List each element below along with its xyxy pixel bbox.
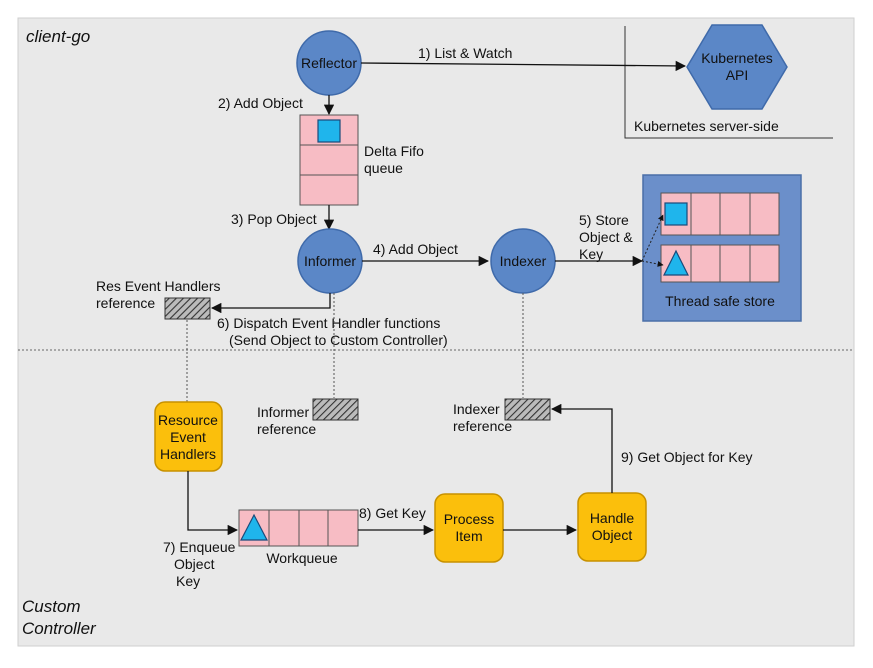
- delta-fifo-object-square: [317, 119, 341, 143]
- indexer-reference-box: [504, 398, 551, 421]
- delta-fifo-label-2: queue: [364, 160, 403, 176]
- resource-event-handlers-label-1: Resource: [158, 412, 218, 428]
- process-item-node: [434, 493, 504, 563]
- res-event-reference-box: [164, 297, 211, 320]
- step-3-label: 3) Pop Object: [231, 211, 317, 227]
- workqueue: [238, 509, 359, 547]
- kubernetes-api-hexagon: [686, 24, 788, 110]
- get-object-arrow: [550, 403, 613, 493]
- indexer-label: Indexer: [500, 253, 547, 269]
- thread-safe-store: [641, 174, 802, 322]
- delta-fifo-label-1: Delta Fifo: [364, 143, 424, 159]
- delta-fifo-queue: [299, 114, 359, 206]
- step-6-label-2: (Send Object to Custom Controller): [229, 332, 448, 348]
- informer-reference-label-1: Informer: [257, 404, 309, 420]
- kubernetes-api-label-2: API: [726, 67, 749, 83]
- informer-reference-box: [312, 398, 359, 421]
- server-side-boundary: [624, 26, 833, 139]
- step-8-label: 8) Get Key: [359, 505, 426, 521]
- list-watch-arrow: [360, 60, 687, 72]
- step-9-label: 9) Get Object for Key: [621, 449, 753, 465]
- handle-object-label-1: Handle: [590, 510, 635, 526]
- region-label-controller: Controller: [22, 619, 97, 638]
- handle-object-label-2: Object: [592, 527, 633, 543]
- indexer-reference-label-1: Indexer: [453, 401, 500, 417]
- kubernetes-api-label-1: Kubernetes: [701, 50, 773, 66]
- res-event-reference-label-1: Res Event Handlers: [96, 278, 221, 294]
- res-event-reference-label-2: reference: [96, 295, 155, 311]
- step-6-label-1: 6) Dispatch Event Handler functions: [217, 315, 440, 331]
- step-5-label-1: 5) Store: [579, 212, 629, 228]
- step-1-label: 1) List & Watch: [418, 45, 512, 61]
- step-4-label: 4) Add Object: [373, 241, 458, 257]
- step-5-label-2: Object &: [579, 229, 633, 245]
- step-7-label-1: 7) Enqueue: [163, 539, 236, 555]
- enqueue-arrow: [187, 471, 239, 536]
- thread-safe-store-label: Thread safe store: [665, 293, 775, 309]
- step-2-label: 2) Add Object: [218, 95, 303, 111]
- step-7-label-2: Object: [174, 556, 215, 572]
- store-object-square: [664, 202, 688, 226]
- region-label-custom: Custom: [22, 597, 81, 616]
- reflector-label: Reflector: [301, 55, 357, 71]
- process-item-label-2: Item: [455, 528, 482, 544]
- resource-event-handlers-label-3: Handlers: [160, 446, 216, 462]
- informer-reference-label-2: reference: [257, 421, 316, 437]
- resource-event-handlers-label-2: Event: [170, 429, 206, 445]
- dispatch-arrow: [210, 293, 331, 314]
- region-label-client-go: client-go: [26, 27, 90, 46]
- workqueue-label: Workqueue: [266, 550, 338, 566]
- step-7-label-3: Key: [176, 573, 200, 589]
- server-side-label: Kubernetes server-side: [634, 118, 779, 134]
- store-key-triangle: [663, 249, 689, 276]
- process-item-label-1: Process: [444, 511, 495, 527]
- informer-label: Informer: [304, 253, 356, 269]
- indexer-reference-label-2: reference: [453, 418, 512, 434]
- workqueue-key-triangle: [240, 513, 268, 541]
- step-5-label-3: Key: [579, 246, 603, 262]
